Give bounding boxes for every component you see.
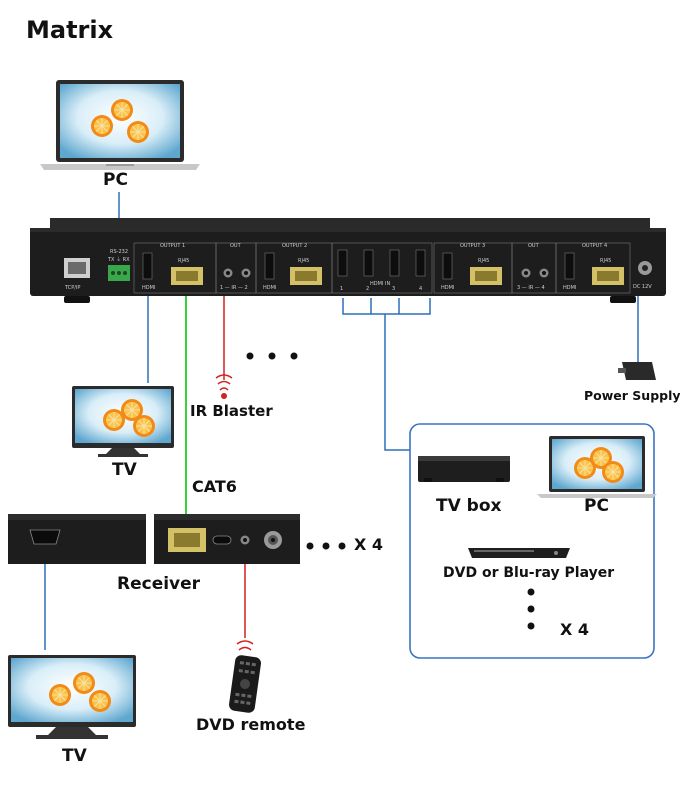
dot [268, 352, 276, 360]
dvd-player-label: DVD or Blu-ray Player [443, 565, 615, 581]
dvd-player-icon [468, 548, 570, 558]
in4-label: 4 [419, 286, 422, 292]
tv-box-icon [418, 456, 510, 482]
remote-icon [229, 640, 261, 713]
connection-lines [44, 192, 639, 650]
out1-label: OUT [230, 243, 242, 249]
matrix-switch-icon: TCP/IP RS-232 TX ⏚ RX OUTPUT 1 HDMI RJ45… [30, 218, 666, 303]
tv-icon [8, 655, 136, 739]
hdmi-out1-label: HDMI [142, 285, 155, 291]
in3-label: 3 [392, 286, 395, 292]
laptop-icon [40, 80, 200, 170]
hdmi-out2-label: HDMI [263, 285, 276, 291]
cat6-label: CAT6 [192, 477, 237, 496]
dot [527, 588, 535, 596]
ir34-label: 3 — IR — 4 [517, 285, 545, 291]
x4-receiver-label: X 4 [354, 535, 384, 554]
hdmi-in-label: HDMI IN [370, 281, 390, 287]
page-title: Matrix [26, 16, 114, 44]
receiver-label: Receiver [117, 574, 201, 594]
output2-label: OUTPUT 2 [282, 243, 307, 249]
rj45-out2-label: RJ45 [298, 258, 309, 264]
txrx-label: TX ⏚ RX [107, 256, 130, 263]
dot [246, 352, 254, 360]
rj45-out3-label: RJ45 [478, 258, 489, 264]
tv-icon [72, 386, 174, 457]
power-adapter-icon [618, 362, 656, 380]
dvd-remote-label: DVD remote [196, 715, 306, 734]
in1-label: 1 [340, 286, 343, 292]
in2-label: 2 [366, 286, 369, 292]
dot [338, 542, 346, 550]
dot [322, 542, 330, 550]
laptop-icon [537, 436, 657, 498]
ir-blaster-icon [215, 374, 233, 399]
out2-label: OUT [528, 243, 540, 249]
rj45-out4-label: RJ45 [600, 258, 611, 264]
tv-bottom-label: TV [62, 746, 87, 766]
power-supply-label: Power Supply [584, 388, 680, 403]
rs232-label: RS-232 [110, 249, 128, 255]
dot [290, 352, 298, 360]
dot [306, 542, 314, 550]
hdmi-in-bracket [342, 298, 431, 451]
rj45-out1-label: RJ45 [178, 258, 189, 264]
hdmi-out3-label: HDMI [441, 285, 454, 291]
dc12v-label: DC 12V [633, 284, 652, 290]
receiver-icon [8, 514, 300, 564]
hdmi-out4-label: HDMI [563, 285, 576, 291]
tcpip-label: TCP/IP [64, 285, 80, 291]
dot [527, 622, 535, 630]
ir-blaster-label: IR Blaster [190, 402, 273, 420]
output4-label: OUTPUT 4 [582, 243, 607, 249]
x4-sources-label: X 4 [560, 620, 590, 639]
tv-top-label: TV [112, 460, 137, 480]
ir12-label: 1 — IR — 2 [220, 285, 248, 291]
pc-top-label: PC [103, 170, 128, 190]
dot [527, 605, 535, 613]
output3-label: OUTPUT 3 [460, 243, 485, 249]
tv-box-label: TV box [436, 496, 502, 516]
pc-box-label: PC [584, 496, 609, 516]
sources-group [409, 423, 655, 659]
output1-label: OUTPUT 1 [160, 243, 185, 249]
